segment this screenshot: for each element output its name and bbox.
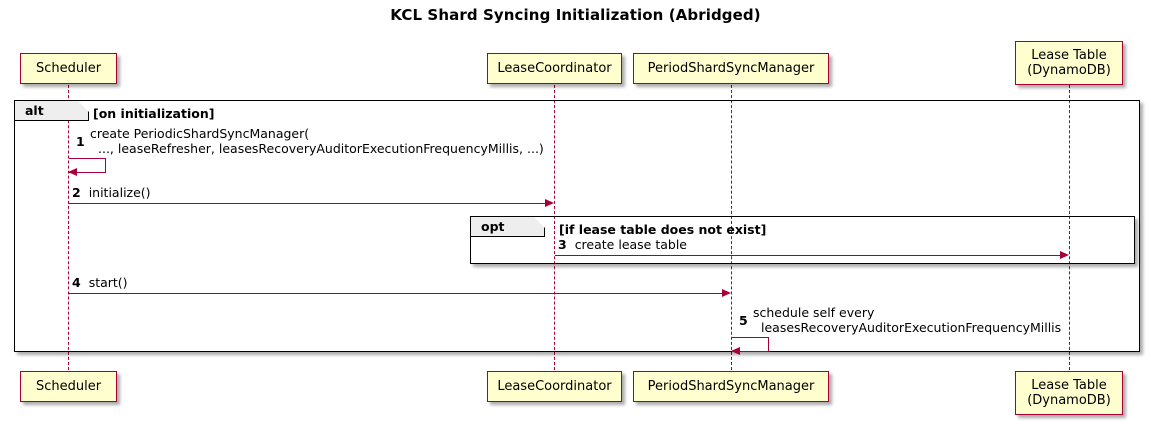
participant-periodshardsyncmanager-bottom[interactable]: PeriodShardSyncManager (633, 371, 829, 402)
message-1-number: 1 (76, 134, 85, 149)
opt-fragment-condition: [if lease table does not exist] (559, 222, 767, 237)
message-5-number: 5 (739, 313, 748, 328)
lifeline-leasetable (1069, 85, 1070, 370)
message-1-text-line2: ..., leaseRefresher, leasesRecoveryAudit… (98, 140, 544, 156)
opt-operator-label: opt (481, 219, 505, 234)
message-5-label: 5 schedule self every leasesRecoveryAudi… (739, 305, 1062, 335)
message-4-text: start() (88, 275, 128, 290)
participant-scheduler-bottom[interactable]: Scheduler (20, 371, 117, 402)
alt-fragment-operator-tab: alt (15, 101, 89, 121)
message-1-label: 1 create PeriodicShardSyncManager( ..., … (76, 126, 544, 156)
participant-scheduler-top-label: Scheduler (35, 61, 102, 76)
participant-periodshardsyncmanager-top-label: PeriodShardSyncManager (647, 61, 815, 76)
message-4-arrowhead (722, 289, 731, 297)
message-4-label: 4 start() (72, 275, 128, 291)
opt-fragment-operator-tab: opt (471, 217, 545, 237)
participant-leasetable-bottom-label-line1: Lease Table (1031, 378, 1107, 393)
participant-scheduler-bottom-label: Scheduler (35, 379, 102, 394)
message-5-text-line2: leasesRecoveryAuditorExecutionFrequencyM… (761, 319, 1062, 335)
message-2-label: 2 initialize() (72, 185, 151, 201)
participant-leasetable-top-label-line1: Lease Table (1031, 48, 1107, 63)
participant-leasecoordinator-bottom[interactable]: LeaseCoordinator (487, 371, 622, 402)
message-1-arrowhead (68, 168, 77, 176)
alt-operator-label: alt (25, 103, 44, 118)
participant-leasetable-top-label-line2: (DynamoDB) (1027, 63, 1111, 78)
message-3-arrowhead (1060, 251, 1069, 259)
message-2-text: initialize() (88, 185, 151, 200)
lifeline-scheduler (68, 85, 69, 370)
message-4-number: 4 (72, 275, 81, 290)
message-1-self-loop (69, 158, 106, 173)
participant-leasecoordinator-top[interactable]: LeaseCoordinator (487, 53, 622, 84)
message-3-label: 3 create lease table (558, 237, 687, 253)
participant-leasetable-bottom-label-line2: (DynamoDB) (1027, 393, 1111, 408)
message-3-number: 3 (558, 237, 567, 252)
alt-fragment-condition: [on initialization] (93, 106, 215, 121)
message-2-line (69, 203, 546, 204)
diagram-title: KCL Shard Syncing Initialization (Abridg… (390, 6, 761, 24)
participant-leasecoordinator-top-label: LeaseCoordinator (497, 61, 612, 76)
message-5-text-line1: schedule self every (753, 305, 875, 320)
participant-leasetable-top[interactable]: Lease Table (DynamoDB) (1015, 41, 1123, 85)
participant-periodshardsyncmanager-top[interactable]: PeriodShardSyncManager (633, 53, 829, 84)
message-5-self-loop (732, 337, 769, 352)
participant-leasetable-bottom[interactable]: Lease Table (DynamoDB) (1015, 371, 1123, 415)
message-5-arrowhead (731, 347, 740, 355)
participant-leasecoordinator-bottom-label: LeaseCoordinator (497, 379, 612, 394)
message-4-line (69, 293, 723, 294)
message-3-text: create lease table (574, 237, 687, 252)
message-3-line (555, 255, 1061, 256)
opt-fragment (470, 216, 1135, 264)
participant-scheduler-top[interactable]: Scheduler (20, 53, 117, 84)
alt-fragment (14, 100, 1140, 352)
lifeline-periodshardsyncmanager (731, 85, 732, 370)
message-2-arrowhead (545, 199, 554, 207)
message-1-text-line1: create PeriodicShardSyncManager( (90, 126, 310, 141)
message-2-number: 2 (72, 185, 81, 200)
lifeline-leasecoordinator (554, 85, 555, 370)
participant-periodshardsyncmanager-bottom-label: PeriodShardSyncManager (647, 379, 815, 394)
